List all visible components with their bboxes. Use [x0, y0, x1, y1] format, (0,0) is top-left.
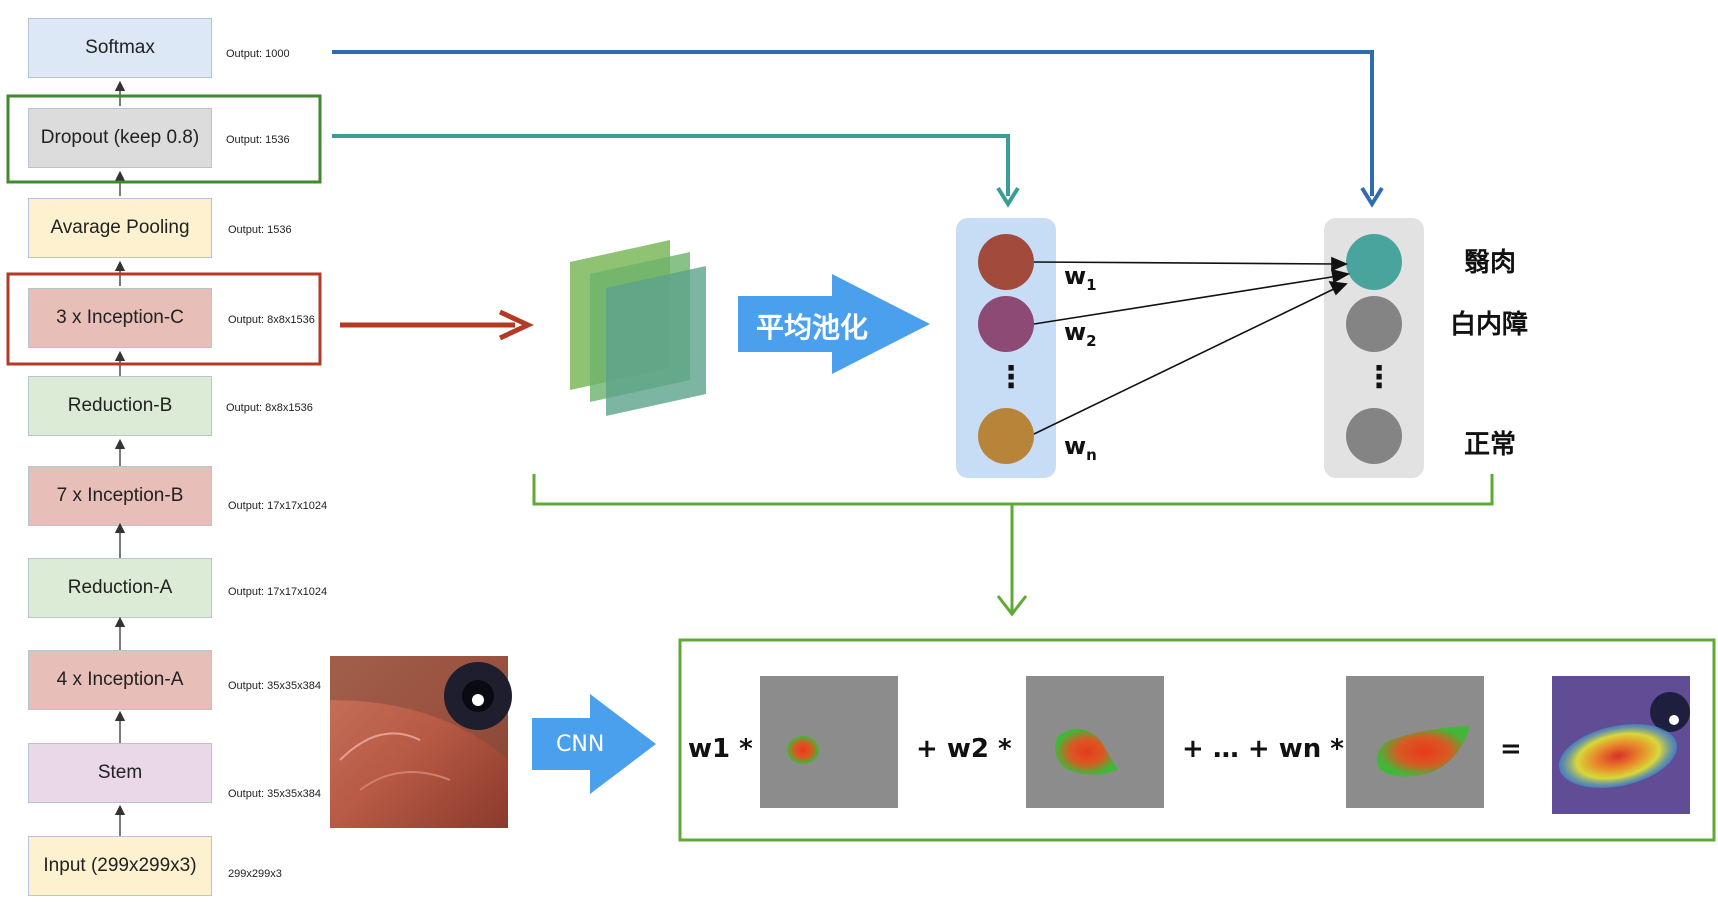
layer-output-label: 299x299x3: [228, 868, 282, 880]
layer-box: 3 x Inception-C: [28, 288, 212, 348]
pooling-label: 平均池化: [756, 311, 869, 344]
feature-node-1: [978, 234, 1034, 290]
softmax-to-classes-arrow: [332, 50, 1374, 196]
layer-output-label: Output: 17x17x1024: [228, 500, 328, 512]
cam-result-image: [1552, 676, 1690, 814]
inception-c-highlight-frame: [6, 272, 322, 366]
feature-node-2: [978, 296, 1034, 352]
feature-dots: ⋮: [996, 360, 1026, 395]
layer-output-label: Output: 1536: [226, 134, 290, 146]
layer-output-label: Output: 1536: [228, 224, 292, 236]
cnn-arrow: [532, 694, 656, 794]
layer-output-label: Output: 8x8x1536: [228, 314, 315, 326]
layer-box: Input (299x299x3): [28, 836, 212, 896]
equation-equals: =: [1500, 734, 1522, 764]
layer-box: 4 x Inception-A: [28, 650, 212, 710]
cnn-label: CNN: [556, 732, 605, 757]
feature-map-stack: [570, 240, 706, 416]
equation-term-2: + w2 *: [916, 734, 1012, 764]
class-label-normal: 正常: [1464, 430, 1517, 460]
layer-box: Reduction-B: [28, 376, 212, 436]
activation-map-1: [760, 676, 898, 808]
layer-output-label: Output: 8x8x1536: [226, 402, 313, 414]
layer-output-label: Output: 17x17x1024: [228, 586, 328, 598]
layer-box: Softmax: [28, 18, 212, 78]
layer-box: Avarage Pooling: [28, 198, 212, 258]
class-label-pterygium: 翳肉: [1464, 248, 1517, 278]
class-node-n: [1346, 408, 1402, 464]
weight-label-n: wn: [1064, 432, 1097, 464]
layer-output-label: Output: 35x35x384: [228, 788, 321, 800]
merge-bracket: [532, 474, 1494, 617]
weight-arrows: [1033, 256, 1351, 435]
class-node-2: [1346, 296, 1402, 352]
layer-box: Stem: [28, 743, 212, 803]
layer-output-label: Output: 35x35x384: [228, 680, 321, 692]
eye-photo: [330, 656, 512, 828]
class-node-1: [1346, 234, 1402, 290]
cam-equation-frame: [678, 638, 1716, 842]
class-label-cataract: 白内障: [1450, 310, 1529, 340]
equation-term-1: w1 *: [688, 734, 753, 764]
layer-box: Reduction-A: [28, 558, 212, 618]
layer-box: Dropout (keep 0.8): [28, 108, 212, 168]
pooling-arrow: [738, 274, 930, 374]
layer-box: 7 x Inception-B: [28, 466, 212, 526]
weight-label-2: w2: [1064, 318, 1097, 350]
feature-node-n: [978, 408, 1034, 464]
activation-map-n: [1346, 676, 1484, 808]
inception-c-arrow: [340, 309, 534, 341]
layer-output-label: Output: 1000: [226, 48, 290, 60]
dropout-to-features-arrow: [332, 134, 1010, 196]
dropout-highlight-frame: [6, 94, 322, 184]
activation-map-2: [1026, 676, 1164, 808]
equation-term-3: + … + wn *: [1182, 734, 1344, 764]
weight-label-1: w1: [1064, 262, 1097, 294]
class-dots: ⋮: [1364, 360, 1394, 395]
